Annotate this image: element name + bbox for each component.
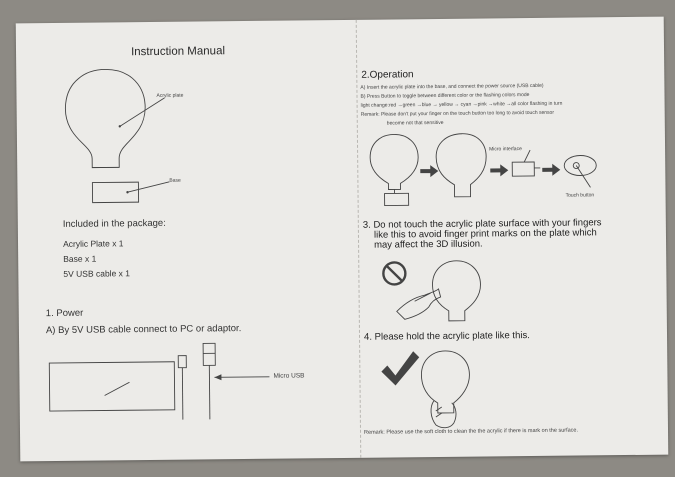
micro-usb-label: Micro USB bbox=[273, 372, 305, 380]
operation-line: A) Insert the acrylic plate into the bas… bbox=[360, 82, 544, 91]
step3-line: may affect the 3D illusion. bbox=[374, 238, 483, 251]
usb-cable-illustration bbox=[48, 342, 270, 420]
operation-line: become not that sensitive bbox=[386, 119, 444, 127]
operation-line: B) Press Button to toggle between differ… bbox=[360, 92, 530, 100]
acrylic-plate-illustration bbox=[65, 69, 165, 169]
base-label: Base bbox=[169, 177, 181, 184]
cleaning-remark: Remark: Please use the soft cloth to cle… bbox=[363, 427, 579, 436]
do-not-touch-illustration bbox=[382, 260, 481, 322]
package-item: Base x 1 bbox=[63, 253, 97, 264]
package-heading: Included in the package: bbox=[62, 217, 166, 230]
package-item: 5V USB cable x 1 bbox=[63, 268, 131, 279]
operation-line: Remark: Please don't put your finger on … bbox=[360, 109, 555, 118]
operation-line: light change:red →green →blue → yellow →… bbox=[360, 100, 563, 109]
power-heading: 1. Power bbox=[45, 307, 84, 320]
package-item: Acrylic Plate x 1 bbox=[62, 238, 124, 249]
operation-steps-illustration bbox=[369, 133, 597, 207]
acrylic-plate-label: Acrylic plate bbox=[156, 92, 184, 99]
instruction-sheet: Instruction Manual Acrylic plate Base In… bbox=[15, 16, 669, 462]
micro-interface-label: Micro interface bbox=[489, 146, 522, 153]
touch-button-label: Touch button bbox=[565, 192, 595, 199]
hold-correctly-illustration bbox=[381, 350, 470, 429]
operation-heading: 2.Operation bbox=[361, 69, 414, 81]
manual-title: Instruction Manual bbox=[130, 45, 226, 59]
power-text: A) By 5V USB cable connect to PC or adap… bbox=[45, 323, 242, 337]
base-illustration bbox=[91, 181, 170, 204]
